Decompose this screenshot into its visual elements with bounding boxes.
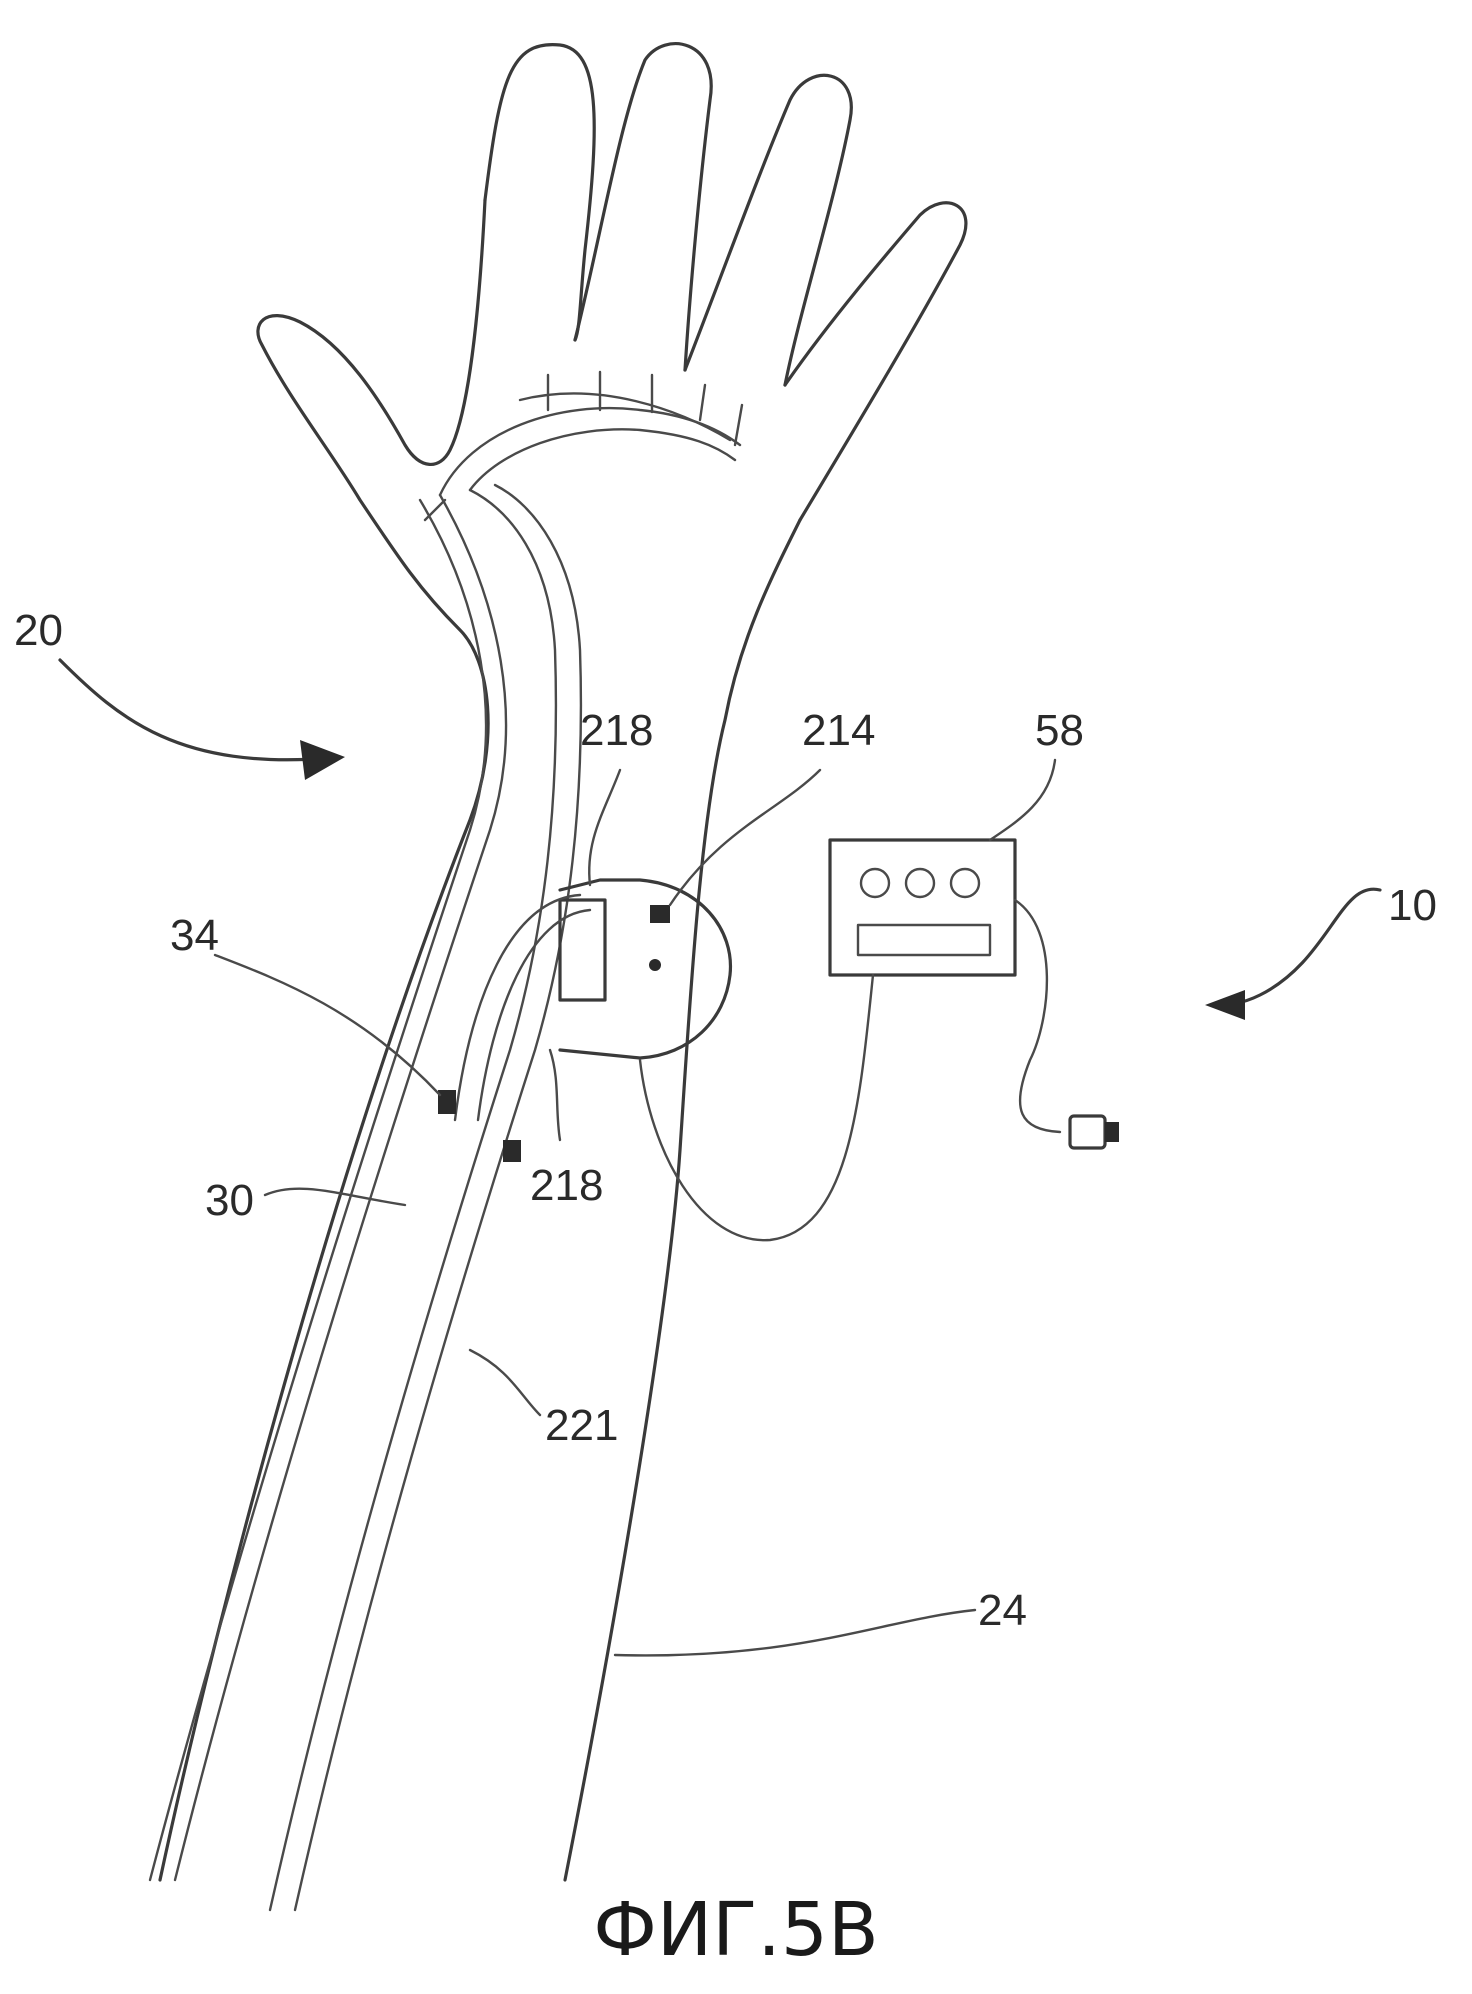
label-34: 34: [170, 911, 219, 960]
arrow-20-shaft: [60, 660, 330, 760]
tube-right-a: [270, 490, 556, 1910]
cuff-sensor-block: [560, 900, 605, 1000]
leader-218-top: [589, 770, 620, 885]
cuff-loop-tube-2: [478, 910, 590, 1120]
arm-left-contour: [160, 200, 488, 1880]
controller-display: [858, 925, 990, 955]
cuff-marker-214: [650, 905, 670, 923]
finger-branch-5: [735, 405, 742, 445]
controller-button-2: [906, 869, 934, 897]
cuff-body: [560, 880, 730, 1058]
arrow-20-head: [300, 740, 345, 780]
label-218-top: 218: [580, 706, 653, 755]
label-218-bottom: 218: [530, 1161, 603, 1210]
power-plug: [1070, 1116, 1105, 1148]
wrist-tick: [425, 500, 445, 520]
figure-caption: ФИГ.5B: [593, 1887, 879, 1973]
vessel-tubes: [150, 372, 742, 1910]
label-221: 221: [545, 1401, 618, 1450]
leader-lines: [60, 660, 1380, 1655]
controller-box: [640, 840, 1119, 1240]
leader-24: [615, 1610, 975, 1655]
reference-labels: 20 10 58 214 218 218 34 30 221 24: [14, 606, 1437, 1635]
leader-214: [670, 770, 820, 905]
label-24: 24: [978, 1586, 1027, 1635]
leader-221: [470, 1350, 540, 1415]
finger-branch-4: [700, 385, 705, 420]
power-plug-prongs: [1105, 1122, 1119, 1142]
label-10: 10: [1388, 881, 1437, 930]
middle-finger: [575, 44, 711, 370]
cuff-center-dot: [649, 959, 661, 971]
palm-crease: [520, 394, 730, 440]
little-finger: [785, 203, 966, 520]
palm-arch-tube-outer: [440, 408, 740, 495]
label-20: 20: [14, 606, 63, 655]
leader-218-bottom: [550, 1050, 560, 1140]
index-finger: [485, 45, 594, 340]
palm-arch-tube-inner: [470, 429, 735, 490]
arrow-10-shaft: [1215, 889, 1380, 1005]
label-58: 58: [1035, 706, 1084, 755]
ring-finger: [685, 75, 851, 385]
controller-button-3: [951, 869, 979, 897]
arrow-10-head: [1205, 990, 1245, 1020]
leader-58: [990, 760, 1055, 840]
label-30: 30: [205, 1176, 254, 1225]
power-cable: [1015, 900, 1060, 1132]
leader-30: [265, 1189, 405, 1205]
tube-marker-34: [438, 1090, 456, 1114]
label-214: 214: [802, 706, 875, 755]
tube-marker-218-lower: [503, 1140, 521, 1162]
hand-arm-outline: [160, 44, 966, 1880]
controller-button-1: [861, 869, 889, 897]
